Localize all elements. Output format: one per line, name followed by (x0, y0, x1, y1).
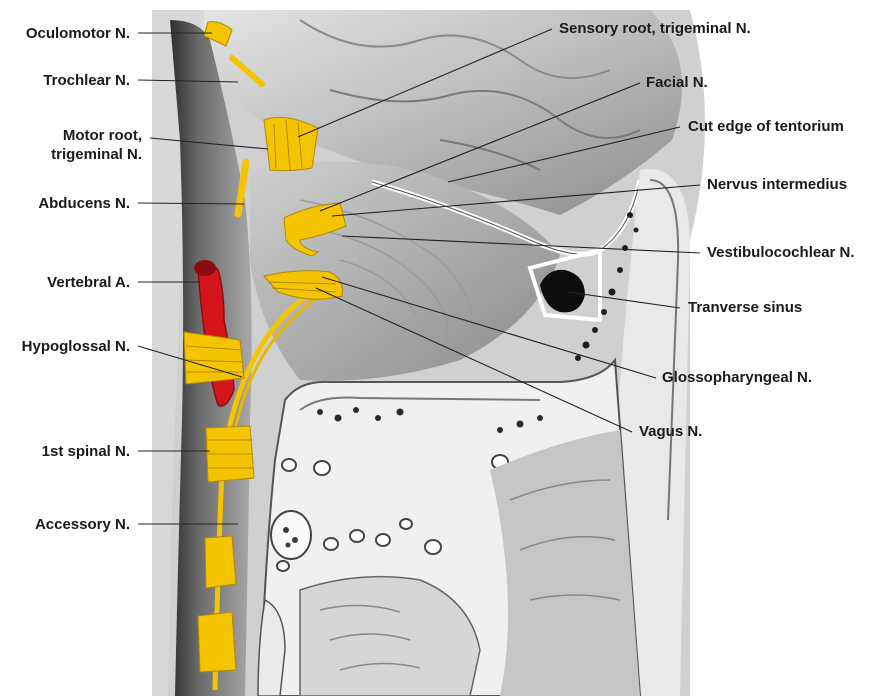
hypoglossal-nerve (184, 332, 244, 384)
label-oculomotor: Oculomotor N. (26, 24, 130, 43)
label-motor-root-line2: trigeminal N. (51, 145, 142, 164)
label-sensory-root: Sensory root, trigeminal N. (559, 19, 751, 38)
label-accessory: Accessory N. (35, 515, 130, 534)
label-motor-root-line1: Motor root, (63, 126, 142, 145)
label-nervus-intermedius: Nervus intermedius (707, 175, 847, 194)
label-vestibulocochlear: Vestibulocochlear N. (707, 243, 855, 262)
label-cut-edge-tentorium: Cut edge of tentorium (688, 117, 844, 136)
label-transverse-sinus: Tranverse sinus (688, 298, 802, 317)
label-trochlear: Trochlear N. (43, 71, 130, 90)
label-vertebral-artery: Vertebral A. (47, 273, 130, 292)
trigeminal-motor-root (264, 117, 318, 170)
label-first-spinal: 1st spinal N. (42, 442, 130, 461)
label-facial: Facial N. (646, 73, 708, 92)
label-abducens: Abducens N. (38, 194, 130, 213)
label-glossopharyngeal: Glossopharyngeal N. (662, 368, 812, 387)
label-hypoglossal: Hypoglossal N. (22, 337, 130, 356)
label-vagus: Vagus N. (639, 422, 702, 441)
